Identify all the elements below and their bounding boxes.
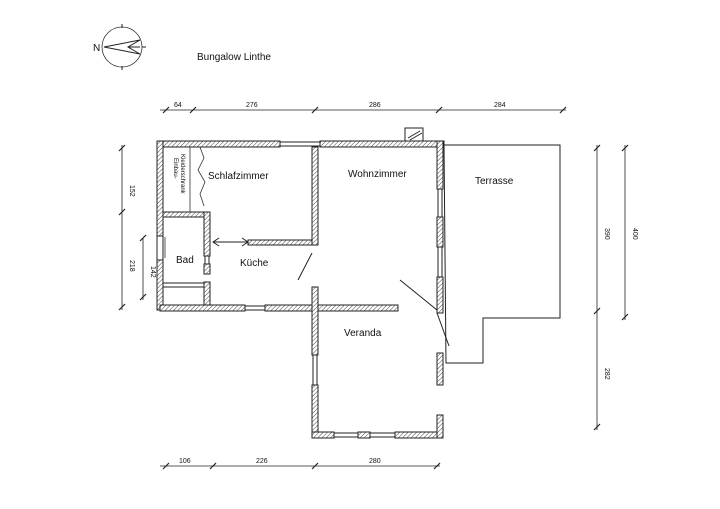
dimension-line-right: 390 282 400	[593, 144, 638, 431]
room-label-wohnzimmer: Wohnzimmer	[348, 169, 407, 180]
dim-right-2: 400	[631, 228, 638, 240]
door-leaf-terrace	[436, 312, 450, 347]
dim-bottom-1: 106	[179, 458, 191, 465]
compass-north-label: N	[93, 43, 100, 54]
dimension-line-bottom: 106 226 280	[160, 458, 441, 470]
walls	[156, 140, 445, 439]
room-label-terrasse: Terrasse	[475, 176, 514, 187]
dim-top-3: 286	[369, 102, 381, 109]
dim-top-1: 64	[174, 102, 182, 109]
wardrobe-curtain	[197, 146, 206, 207]
door-leaf-living	[399, 279, 438, 311]
wardrobe-label-line1: Einbau-	[172, 158, 178, 179]
dimension-line-top: 64 276 286 284	[160, 102, 567, 114]
dim-right-3: 282	[603, 368, 610, 380]
dim-left-2: 218	[128, 260, 135, 272]
dim-bottom-3: 280	[369, 458, 381, 465]
room-label-bad: Bad	[176, 255, 194, 266]
room-label-schlafzimmer: Schlafzimmer	[208, 171, 269, 182]
terrace-outline	[443, 144, 561, 364]
dimension-line-left: 152 218 142	[118, 144, 156, 311]
dim-right-1: 390	[603, 228, 610, 240]
wardrobe-label-line2: Kleiderschrank	[179, 154, 185, 195]
dim-top-4: 284	[494, 102, 506, 109]
dim-top-2: 276	[246, 102, 258, 109]
plan-title: Bungalow Linthe	[197, 52, 271, 63]
dim-bottom-2: 226	[256, 458, 268, 465]
room-label-kueche: Küche	[240, 258, 269, 269]
chimney	[404, 127, 424, 142]
dim-left-3: 142	[149, 266, 156, 278]
dim-left-1: 152	[128, 185, 135, 197]
door-swings	[164, 146, 450, 347]
door-leaf-kitchen	[297, 252, 313, 281]
compass: N	[93, 24, 146, 70]
room-label-veranda: Veranda	[344, 328, 382, 339]
